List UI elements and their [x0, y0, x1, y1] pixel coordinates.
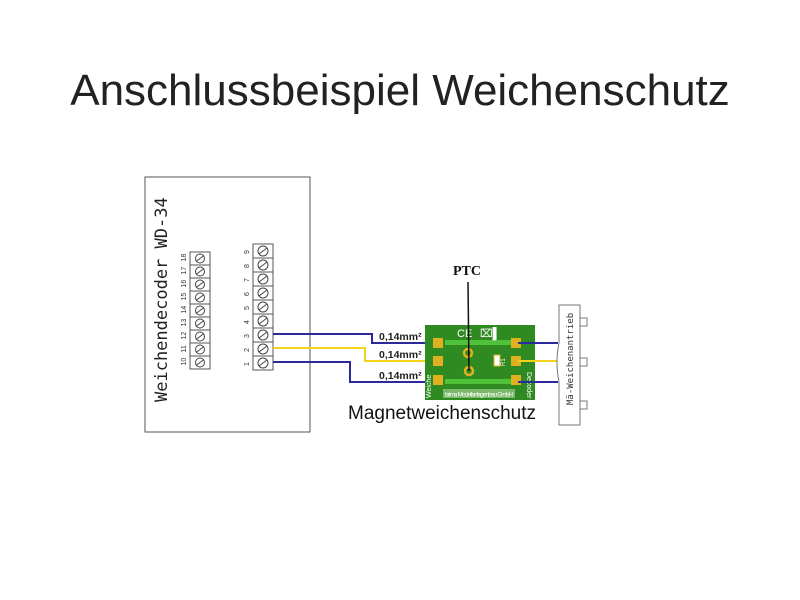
ptc-leader-line [467, 281, 470, 372]
terminal-number: 17 [181, 267, 188, 275]
terminal-block-10-18: 10 11 12 13 14 15 16 17 18 [181, 251, 211, 370]
wire-label-1: 0,14mm² [379, 331, 422, 343]
ce-mark: CE [457, 328, 472, 340]
diagram-title: Anschlussbeispiel Weichenschutz [70, 66, 730, 115]
board-right-label: Decoder [525, 372, 532, 399]
terminal-number: 18 [181, 254, 188, 262]
board-name: Magnetweichenschutz [348, 403, 536, 424]
terminal-number: 4 [244, 320, 251, 324]
board-pads [433, 338, 521, 385]
turnout-drive [556, 304, 581, 426]
wire-blue-bottom [273, 361, 440, 383]
terminal-block-1-9: 1 2 3 4 5 6 7 8 9 [244, 243, 274, 371]
terminal-number: 14 [181, 306, 188, 314]
terminal-number: 13 [181, 319, 188, 327]
terminal-number: 5 [244, 306, 251, 310]
wire-blue-top [273, 333, 440, 344]
board-maker: brima Modellanlagenbau GmbH [445, 392, 513, 399]
terminal-number: 16 [181, 280, 188, 288]
resistor-label: R1 [501, 358, 507, 366]
terminal-number: 2 [244, 348, 251, 352]
terminal-number: 9 [244, 250, 251, 254]
ptc-pad-1 [462, 347, 474, 359]
decoder-box [144, 176, 311, 433]
terminal-number: 15 [181, 293, 188, 301]
weee-icon: ⌧▌ [480, 326, 500, 341]
terminal-number: 10 [181, 358, 188, 366]
terminal-number: 11 [181, 345, 188, 352]
terminal-number: 1 [244, 362, 251, 366]
terminal-number: 3 [244, 334, 251, 338]
wire-label-3: 0,14mm² [379, 370, 422, 382]
drive-label: Mä-Weichenantrieb [566, 313, 576, 405]
terminal-number: 8 [244, 264, 251, 268]
wire-yellow [273, 347, 440, 362]
wire-label-2: 0,14mm² [379, 349, 422, 361]
terminal-number: 7 [244, 278, 251, 282]
resistor-r1 [493, 354, 501, 367]
board-left-label: Weiche [426, 375, 433, 398]
decoder-label: Weichendecoder WD-34 [152, 197, 172, 402]
ptc-label: PTC [453, 264, 481, 279]
terminal-number: 12 [181, 332, 188, 340]
terminal-number: 6 [244, 292, 251, 296]
